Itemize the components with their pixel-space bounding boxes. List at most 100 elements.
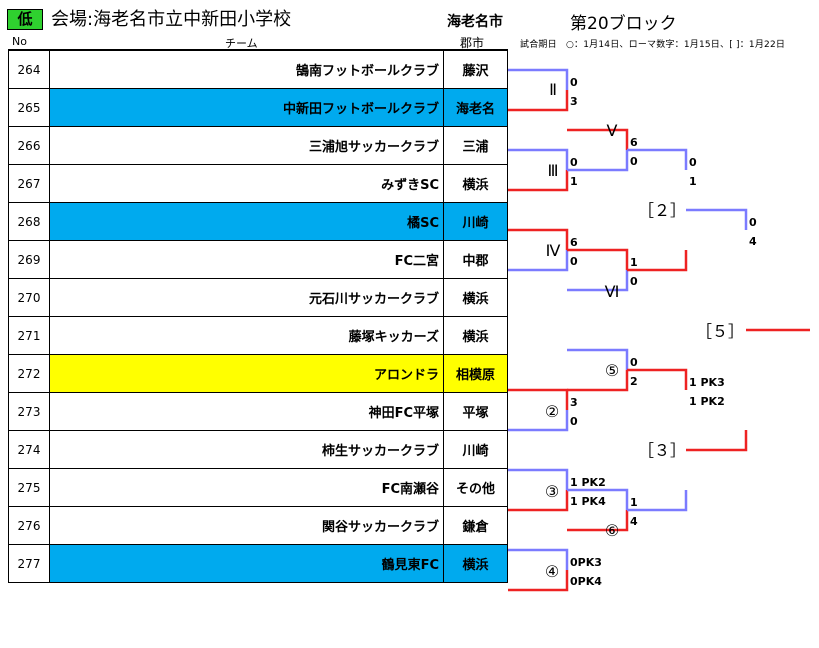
- team-number: 265: [8, 88, 50, 127]
- score-bottom: 2: [630, 375, 638, 388]
- match-label: ③: [545, 482, 559, 501]
- bracket-line-top: [508, 148, 569, 170]
- team-name: 柿生サッカークラブ: [49, 430, 444, 469]
- match-label: ②: [545, 402, 559, 421]
- score-bottom: 1 PK4: [570, 495, 606, 508]
- score-top: 0: [570, 76, 578, 89]
- header-rule: [8, 49, 508, 50]
- bracket-line-bottom: [508, 250, 569, 272]
- match-label: Ⅲ: [547, 161, 558, 180]
- team-number: 277: [8, 544, 50, 583]
- bracket-line-bottom: [567, 270, 629, 292]
- bracket-line-top: [567, 488, 629, 510]
- team-number: 268: [8, 202, 50, 241]
- block-title: 第20ブロック: [570, 14, 677, 34]
- team-name: アロンドラ: [49, 354, 444, 393]
- team-number: 270: [8, 278, 50, 317]
- bracket-line-top: [508, 468, 569, 490]
- score-top: 0: [570, 156, 578, 169]
- bracket-line-top: [508, 68, 569, 90]
- match-label: Ⅵ: [605, 282, 620, 301]
- column-header-city: 郡市: [460, 36, 485, 50]
- score-bottom: 0: [630, 155, 638, 168]
- match-label: ⑥: [605, 521, 619, 540]
- team-name: 中新田フットボールクラブ: [49, 88, 444, 127]
- team-city: 中郡: [443, 240, 508, 279]
- bracket-line-bottom: [627, 250, 688, 272]
- score-top: 3: [570, 396, 578, 409]
- team-number: 266: [8, 126, 50, 165]
- score-bottom: 0: [570, 255, 578, 268]
- team-number: 275: [8, 468, 50, 507]
- bracket-line-bottom: [508, 90, 569, 112]
- team-city: 川崎: [443, 202, 508, 241]
- score-bottom: 4: [630, 515, 638, 528]
- match-label: ④: [545, 562, 559, 581]
- low-badge: 低: [7, 9, 43, 30]
- bracket-line-top: [567, 248, 629, 270]
- score-bottom: 0: [630, 275, 638, 288]
- score-top: 0PK3: [570, 556, 602, 569]
- score-top: 6: [630, 136, 638, 149]
- score-bottom: 1: [689, 175, 697, 188]
- team-name: 藤塚キッカーズ: [49, 316, 444, 355]
- score-bottom: 3: [570, 95, 578, 108]
- team-city: 横浜: [443, 316, 508, 355]
- bracket-line-top: [686, 208, 748, 230]
- bracket-line-top: [508, 228, 569, 250]
- column-header-team: チーム: [225, 37, 258, 50]
- bracket-line-top: [567, 348, 629, 370]
- score-bottom: 1 PK2: [689, 395, 725, 408]
- match-date-legend: 試合期日 ○：1月14日、ローマ数字：1月15日、[ ]：1月22日: [520, 40, 786, 50]
- bracket-line-bottom: [567, 370, 629, 392]
- score-top: 1 PK2: [570, 476, 606, 489]
- team-city: 藤沢: [443, 50, 508, 89]
- score-top: 1: [630, 256, 638, 269]
- bracket-line-bottom: [508, 410, 569, 432]
- column-header-no: No: [12, 35, 27, 48]
- team-number: 267: [8, 164, 50, 203]
- score-top: 6: [570, 236, 578, 249]
- team-number: 269: [8, 240, 50, 279]
- bracket-line-top: [627, 368, 688, 390]
- bracket-line-bottom: [686, 430, 748, 452]
- venue-title: 会場:海老名市立中新田小学校: [51, 9, 292, 30]
- score-top: 1 PK3: [689, 376, 725, 389]
- match-label: Ⅳ: [546, 241, 561, 260]
- match-label: ［２］: [638, 201, 686, 220]
- bracket-line-bottom: [567, 150, 629, 172]
- score-bottom: 0: [570, 415, 578, 428]
- score-top: 0: [689, 156, 697, 169]
- score-top: 1: [630, 496, 638, 509]
- team-number: 271: [8, 316, 50, 355]
- bracket-line-top: [508, 548, 569, 570]
- team-city: その他: [443, 468, 508, 507]
- host-city: 海老名市: [447, 14, 503, 30]
- bracket-line-bottom: [508, 570, 569, 592]
- team-name: 鵠南フットボールクラブ: [49, 50, 444, 89]
- bracket-line-bottom: [508, 170, 569, 192]
- team-city: 海老名: [443, 88, 508, 127]
- score-top: 0: [749, 216, 757, 229]
- bracket-line-bottom: [627, 490, 688, 512]
- team-city: 川崎: [443, 430, 508, 469]
- match-label: Ⅴ: [607, 121, 618, 140]
- match-label: ⑤: [605, 361, 619, 380]
- bracket-line-top: [567, 128, 629, 150]
- score-bottom: 1: [570, 175, 578, 188]
- team-name: FC南瀬谷: [49, 468, 444, 507]
- match-label: Ⅱ: [549, 80, 557, 99]
- team-city: 平塚: [443, 392, 508, 431]
- team-number: 272: [8, 354, 50, 393]
- score-top: 0: [630, 356, 638, 369]
- team-city: 鎌倉: [443, 506, 508, 545]
- bracket-line-bottom: [508, 490, 569, 512]
